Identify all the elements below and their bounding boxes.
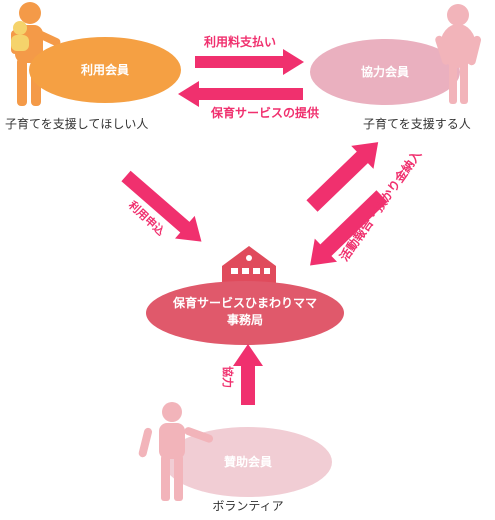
office-label-line2: 事務局 [227, 312, 263, 327]
supporter-node [164, 427, 332, 497]
helper-member-label: 協力会員 [361, 64, 409, 79]
helper-member-node [310, 39, 460, 105]
supporter-caption: ボランティア [212, 499, 283, 513]
helper-figure-icon [435, 4, 482, 104]
user-member-caption: 子育てを支援してほしい人 [5, 116, 148, 131]
office-label-line1: 保育サービスひまわりママ [172, 295, 317, 310]
user-member-label: 利用会員 [81, 62, 129, 77]
cooperate-arrow [233, 344, 263, 405]
supporter-label: 賛助会員 [224, 454, 272, 469]
helper-member-caption: 子育てを支援する人 [363, 116, 471, 131]
user-member-node [29, 37, 181, 103]
office-node [146, 281, 344, 345]
report-arrow [310, 190, 388, 266]
child-figure-icon [11, 21, 29, 51]
request-arrow [306, 142, 379, 212]
apply-arrow [121, 170, 202, 242]
house-icon [222, 246, 276, 287]
service-label: 保育サービスの提供 [210, 105, 319, 120]
cooperate-label: 協力 [221, 366, 235, 388]
payment-arrow [195, 49, 304, 75]
supporter-figure-icon [138, 402, 214, 501]
service-arrow [178, 81, 303, 107]
payment-label: 利用料支払い [204, 34, 276, 49]
